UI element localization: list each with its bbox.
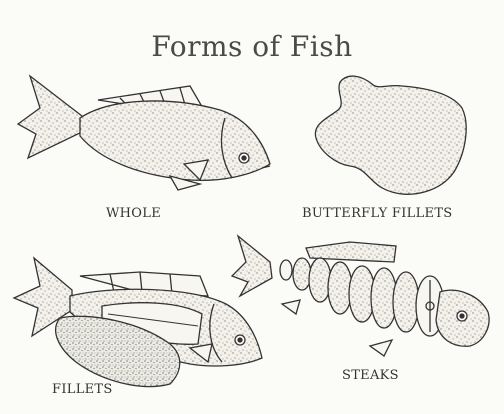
label-whole: WHOLE [106, 206, 161, 221]
whole-fish [18, 76, 270, 190]
butterfly-fillets [315, 76, 466, 194]
fillets-illustration [14, 258, 262, 387]
label-butterfly-fillets: BUTTERFLY FILLETS [302, 206, 453, 221]
label-steaks: STEAKS [342, 368, 399, 383]
label-fillets: FILLETS [52, 382, 113, 397]
steaks-illustration [232, 236, 489, 356]
